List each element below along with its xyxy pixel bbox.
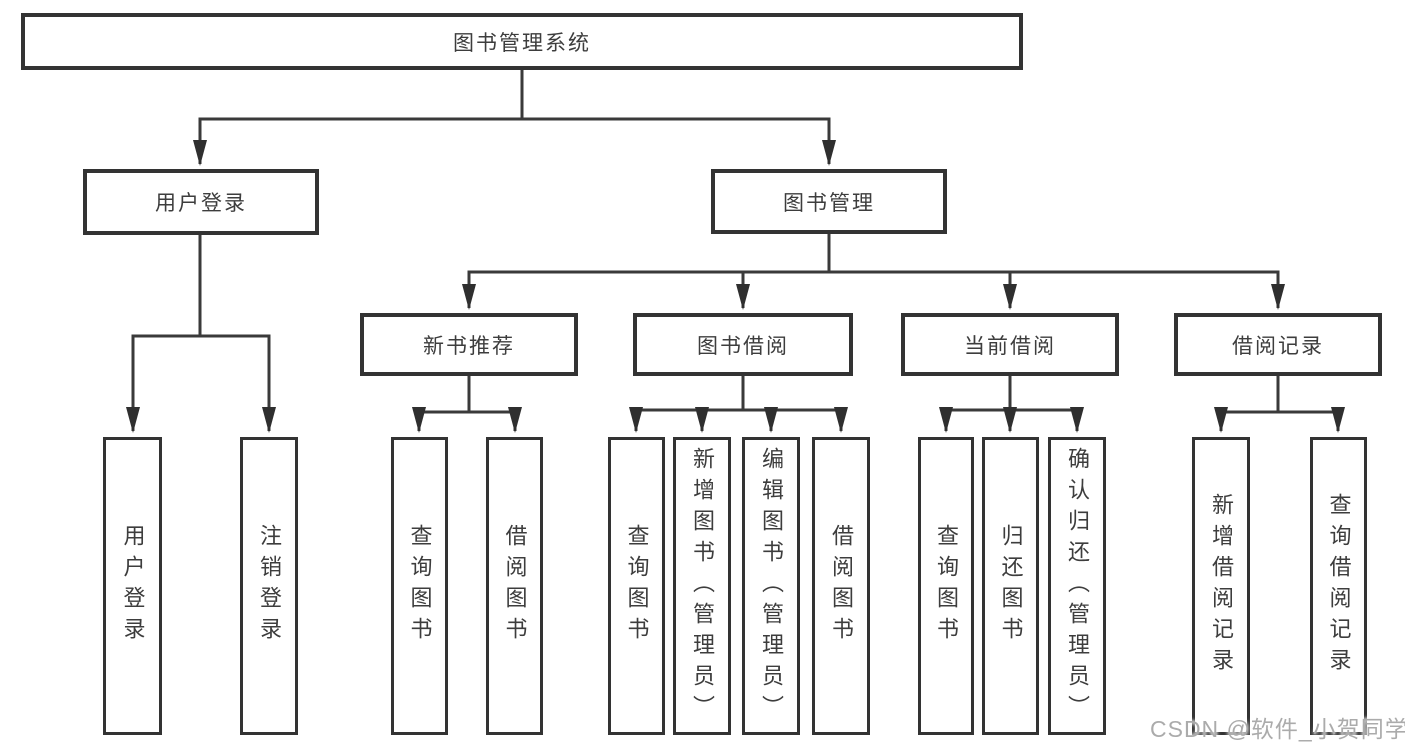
- leaf-edit-books-admin-label: 编辑图书（管理员）: [759, 446, 784, 726]
- leaf-add-books-admin: 新增图书（管理员）: [673, 437, 731, 735]
- node-book-borrow: 图书借阅: [633, 313, 853, 376]
- node-current-borrow-label: 当前借阅: [964, 334, 1056, 358]
- node-new-book-recommend-label: 新书推荐: [423, 334, 515, 358]
- leaf-recommend-borrow-books: 借阅图书: [486, 437, 543, 735]
- node-book-management: 图书管理: [711, 169, 947, 234]
- node-current-borrow: 当前借阅: [901, 313, 1119, 376]
- leaf-current-query-books-label: 查询图书: [934, 524, 959, 648]
- node-borrow-records-label: 借阅记录: [1232, 334, 1324, 358]
- leaf-add-borrow-record: 新增借阅记录: [1192, 437, 1250, 735]
- leaf-add-borrow-record-label: 新增借阅记录: [1209, 493, 1234, 679]
- leaf-borrow-query-books: 查询图书: [608, 437, 665, 735]
- watermark-text: CSDN @软件_小贺同学: [1150, 716, 1405, 742]
- node-borrow-records: 借阅记录: [1174, 313, 1382, 376]
- node-root: 图书管理系统: [21, 13, 1023, 70]
- node-user-login: 用户登录: [83, 169, 319, 235]
- leaf-add-books-admin-label: 新增图书（管理员）: [690, 446, 715, 726]
- node-user-login-label: 用户登录: [155, 192, 247, 215]
- leaf-confirm-return-admin-label: 确认归还（管理员）: [1065, 446, 1090, 726]
- leaf-confirm-return-admin: 确认归还（管理员）: [1048, 437, 1106, 735]
- leaf-recommend-query-books: 查询图书: [391, 437, 448, 735]
- leaf-query-borrow-record: 查询借阅记录: [1310, 437, 1367, 735]
- leaf-logout-label: 注销登录: [257, 524, 282, 648]
- node-root-label: 图书管理系统: [453, 31, 591, 55]
- leaf-recommend-borrow-books-label: 借阅图书: [502, 524, 528, 648]
- leaf-logout: 注销登录: [240, 437, 298, 735]
- leaf-query-borrow-record-label: 查询借阅记录: [1326, 493, 1352, 679]
- leaf-borrow-books: 借阅图书: [812, 437, 870, 735]
- leaf-return-books-label: 归还图书: [998, 524, 1024, 648]
- leaf-edit-books-admin: 编辑图书（管理员）: [742, 437, 800, 735]
- leaf-user-login-label: 用户登录: [120, 524, 146, 648]
- leaf-current-query-books: 查询图书: [918, 437, 974, 735]
- node-book-management-label: 图书管理: [783, 191, 875, 215]
- node-new-book-recommend: 新书推荐: [360, 313, 578, 376]
- leaf-borrow-books-label: 借阅图书: [829, 524, 854, 648]
- leaf-recommend-query-books-label: 查询图书: [407, 524, 433, 648]
- node-book-borrow-label: 图书借阅: [697, 334, 789, 358]
- leaf-return-books: 归还图书: [982, 437, 1039, 735]
- leaf-borrow-query-books-label: 查询图书: [624, 524, 650, 648]
- leaf-user-login: 用户登录: [103, 437, 162, 735]
